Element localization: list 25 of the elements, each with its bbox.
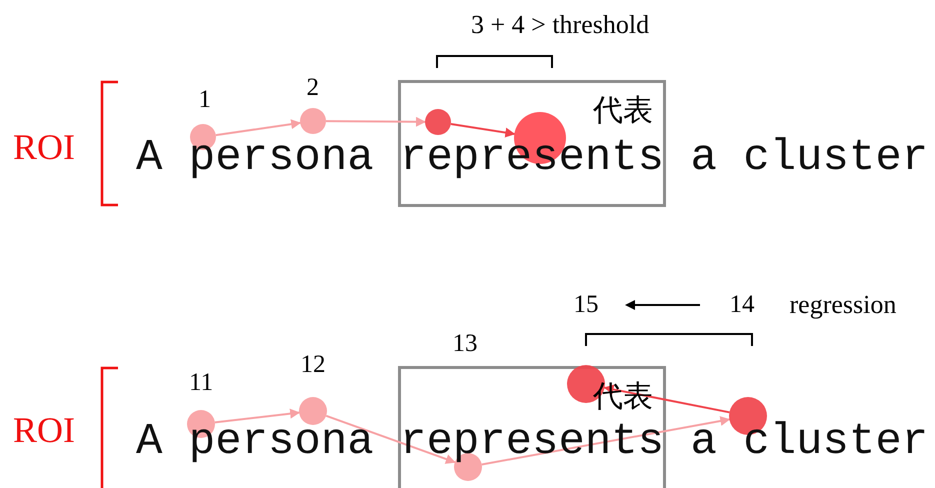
region-box	[398, 80, 666, 207]
fixation-dot	[300, 108, 326, 134]
fixation-dot	[299, 397, 327, 425]
fixation-dot	[425, 109, 451, 135]
roi-label: ROI	[13, 412, 75, 448]
regression-note: regression	[790, 291, 896, 319]
roi-label: ROI	[13, 129, 75, 165]
saccade-arrow	[450, 123, 516, 138]
fixation-number: 15	[574, 292, 598, 318]
fixation-number: 11	[189, 370, 214, 396]
fixation-number: 12	[300, 352, 326, 378]
saccade-arrow	[326, 116, 426, 127]
fixation-number: 13	[452, 330, 478, 356]
sentence-text: A persona represents a cluster	[136, 420, 928, 464]
saccade-arrow	[326, 414, 456, 464]
threshold-note: 3 + 4 > threshold	[471, 11, 650, 39]
fixation-number: 2	[306, 75, 319, 101]
saccade-arrow	[482, 416, 730, 466]
box-label: 代表	[593, 95, 653, 127]
saccade-arrow	[216, 119, 302, 136]
sentence-text: A persona represents a cluster	[136, 136, 928, 180]
fixation-number: 14	[730, 292, 754, 318]
saccade-arrow	[214, 408, 300, 424]
region-box	[398, 366, 666, 488]
fixation-number: 1	[198, 87, 211, 113]
